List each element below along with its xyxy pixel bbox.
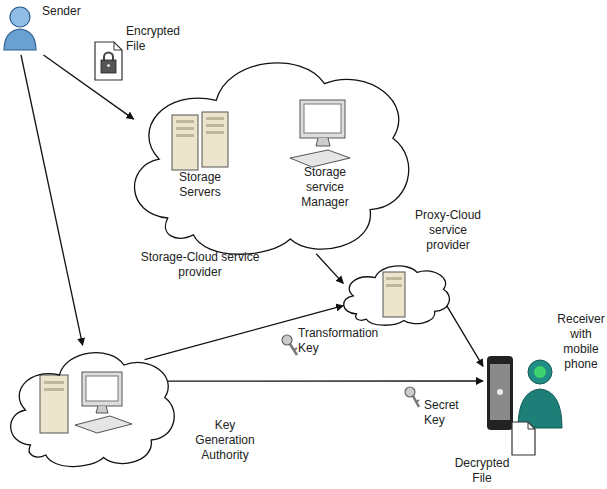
kga-computer-icon (44, 388, 64, 391)
edge-label: Encrypted File (126, 24, 188, 54)
encrypted-file-icon (114, 42, 122, 50)
node-label: Receiver with mobile phone (555, 312, 607, 372)
storage-server-icon (176, 134, 194, 137)
key-icon (282, 335, 292, 345)
sender-icon (4, 29, 36, 50)
phone-icon (487, 356, 513, 430)
manager-computer-icon (290, 150, 350, 167)
manager-computer-icon (316, 138, 330, 146)
cloud-outline (5, 345, 175, 470)
cloud-outline (344, 266, 450, 325)
arrow-connector (21, 55, 83, 345)
edge-label: Transformation Key (298, 326, 393, 356)
node-label: Storage-Cloud service provider (135, 250, 265, 280)
receiver-icon (518, 360, 562, 428)
receiver-icon (528, 360, 552, 384)
arrow-connector (447, 306, 483, 367)
proxy-cloud: Proxy-Cloud service provider (340, 262, 450, 327)
encrypted-file-icon (95, 42, 122, 80)
sender-node: Sender (3, 2, 93, 55)
node-label: Proxy-Cloud service provider (408, 208, 488, 253)
key-authority-cloud: Key Generation Authority (5, 345, 175, 470)
proxy-server-icon (386, 284, 402, 287)
storage-server-icon (206, 124, 224, 127)
cloud-outline (135, 63, 409, 254)
node-label: Sender (42, 4, 92, 19)
storage-server-icon (176, 120, 194, 123)
edge-label: Secret Key (424, 398, 464, 428)
manager-computer-icon (304, 104, 341, 133)
receiver-icon (534, 366, 546, 378)
storage-server-icon (176, 127, 194, 130)
kga-computer-icon (86, 376, 118, 401)
manager-computer-icon (300, 100, 345, 138)
phone-icon (490, 364, 510, 420)
storage-server-icon (202, 112, 228, 167)
key-icon (290, 344, 297, 355)
arrow-connector (167, 380, 483, 381)
arrow-connector (316, 254, 343, 284)
storage-server-icon (206, 131, 224, 134)
key-icon (405, 387, 415, 397)
key-icon (294, 348, 297, 350)
cloud-outline (340, 262, 450, 327)
storage-cloud: Storage-Cloud service providerStorage Se… (125, 50, 410, 260)
storage-server-icon (206, 117, 224, 120)
proxy-server-icon (383, 272, 405, 317)
storage-servers: Storage Servers (160, 110, 240, 205)
phone-icon (497, 389, 503, 395)
encrypted-file-icon (95, 42, 122, 80)
storage-server-icon (172, 115, 198, 170)
cloud-outline (125, 50, 410, 260)
proxy-server-icon (386, 277, 402, 280)
encrypted-file-icon (107, 64, 110, 67)
decrypted-file-icon (512, 422, 535, 455)
decrypted-file-icon (528, 422, 535, 429)
kga-computer-icon (40, 375, 68, 433)
node-label: Storage Servers (160, 170, 240, 200)
kga-computer-icon (82, 372, 122, 406)
free-label: Decrypted File (452, 456, 512, 486)
receiver-node: Receiver with mobile phone (483, 350, 562, 432)
kga-computer-icon (96, 406, 108, 413)
sender-icon (4, 7, 36, 50)
manager-computer-icon (290, 100, 350, 167)
encrypted-file-icon (101, 60, 116, 73)
node-label: Storage service Manager (290, 165, 360, 210)
storage-server-icon (172, 112, 228, 170)
key-icon (282, 335, 297, 355)
arrow-connector (44, 55, 134, 119)
cloud-outline (11, 353, 175, 467)
node-label: Key Generation Authority (185, 418, 265, 463)
proxy-server-icon (383, 272, 405, 317)
key-icon (413, 396, 419, 407)
kga-computer-icon (75, 416, 132, 433)
decrypted-file-icon (512, 422, 535, 455)
kga-computer-icon (44, 381, 64, 384)
phone-icon (487, 356, 513, 430)
kga-computer-icon (40, 372, 132, 433)
key-icon (416, 400, 419, 402)
sender-icon (10, 7, 30, 27)
storage-manager: Storage service Manager (290, 95, 360, 215)
key-icon (405, 387, 419, 407)
